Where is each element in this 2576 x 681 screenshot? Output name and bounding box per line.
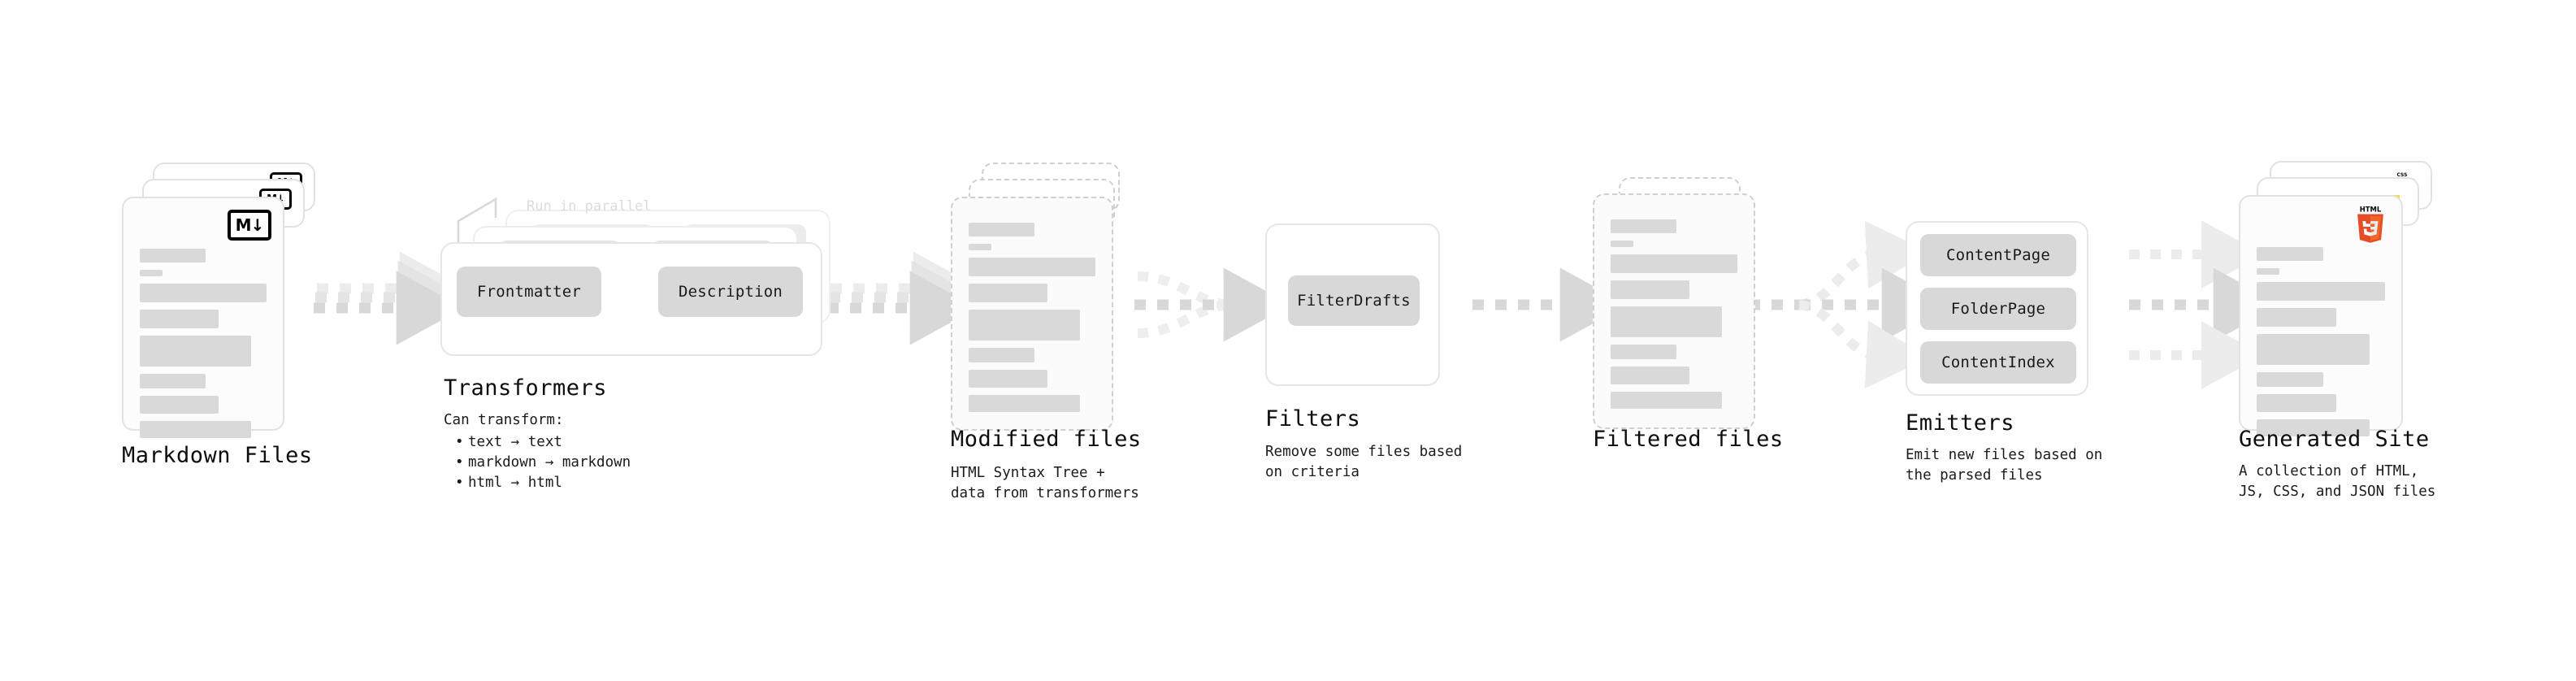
emitter-chip-contentpage[interactable]: ContentPage — [1920, 234, 2076, 276]
site-card-stack: CSS HTML — [2239, 161, 2450, 437]
generated-site-subtitle: A collection of HTML, JS, CSS, and JSON … — [2239, 463, 2436, 500]
markdown-card-stack: M↓ M↓ M↓ — [122, 163, 325, 438]
emitter-chip-contentindex[interactable]: ContentIndex — [1920, 341, 2076, 384]
filters-title: Filters — [1265, 406, 1361, 432]
transformer-capability-item: markdown → markdown — [455, 453, 631, 473]
stage-filtered-files[interactable] — [1593, 177, 1796, 445]
modified-files-title: Modified files — [951, 427, 1142, 452]
stage-emitters[interactable]: ContentPage FolderPage ContentIndex — [1906, 221, 2092, 396]
filtered-files-title: Filtered files — [1593, 427, 1784, 452]
filtered-card-front[interactable] — [1593, 193, 1755, 429]
modified-card-front[interactable] — [951, 197, 1113, 431]
stage-filters[interactable]: FilterDrafts — [1265, 223, 1444, 386]
emitters-box[interactable]: ContentPage FolderPage ContentIndex — [1906, 221, 2088, 396]
run-in-parallel-note: Run in parallel — [527, 198, 652, 215]
site-card-html[interactable]: HTML — [2239, 195, 2403, 436]
transformer-chip-frontmatter[interactable]: Frontmatter — [457, 267, 601, 317]
stage-modified-files[interactable] — [951, 163, 1154, 431]
generated-site-title: Generated Site — [2239, 427, 2430, 452]
modified-files-subtitle: HTML Syntax Tree + data from transformer… — [951, 465, 1139, 501]
filter-chip-filterdrafts[interactable]: FilterDrafts — [1288, 275, 1420, 326]
markdown-files-title: Markdown Files — [122, 443, 313, 468]
placeholder-lines — [2257, 247, 2385, 444]
transformers-capabilities-head: Can transform: — [444, 412, 564, 428]
svg-text:HTML: HTML — [2360, 206, 2382, 213]
placeholder-lines — [140, 249, 267, 445]
placeholder-lines — [1611, 219, 1737, 416]
emitter-chip-folderpage[interactable]: FolderPage — [1920, 288, 2076, 330]
arrow-emitters-to-site — [2129, 220, 2281, 389]
stage-markdown-files[interactable]: M↓ M↓ M↓ — [122, 163, 325, 438]
filters-box[interactable]: FilterDrafts — [1265, 223, 1440, 386]
markdown-logo-icon: M↓ — [228, 210, 271, 241]
placeholder-lines — [969, 223, 1095, 419]
transformers-title: Transformers — [444, 375, 608, 401]
emitters-title: Emitters — [1906, 410, 2015, 436]
transformer-layer-front[interactable]: Frontmatter Description — [440, 242, 822, 356]
transformers-capabilities: Can transform: text → text markdown → ma… — [444, 410, 631, 493]
filters-subtitle: Remove some files based on criteria — [1265, 444, 1463, 480]
html5-logo-icon: HTML — [2353, 205, 2388, 247]
arrow-markdown-to-transformers — [314, 251, 467, 345]
filtered-card-stack — [1593, 177, 1796, 445]
modified-card-stack — [951, 163, 1154, 431]
stage-generated-site[interactable]: CSS HTML — [2239, 161, 2450, 437]
transformer-capability-item: text → text — [455, 432, 631, 453]
stage-transformers[interactable]: Frontmatter Description — [439, 187, 861, 366]
transformer-chip-description[interactable]: Description — [658, 267, 803, 317]
markdown-card-front[interactable]: M↓ — [122, 197, 284, 438]
emitters-subtitle: Emit new files based on the parsed files — [1906, 447, 2103, 484]
transformer-capability-item: html → html — [455, 473, 631, 493]
